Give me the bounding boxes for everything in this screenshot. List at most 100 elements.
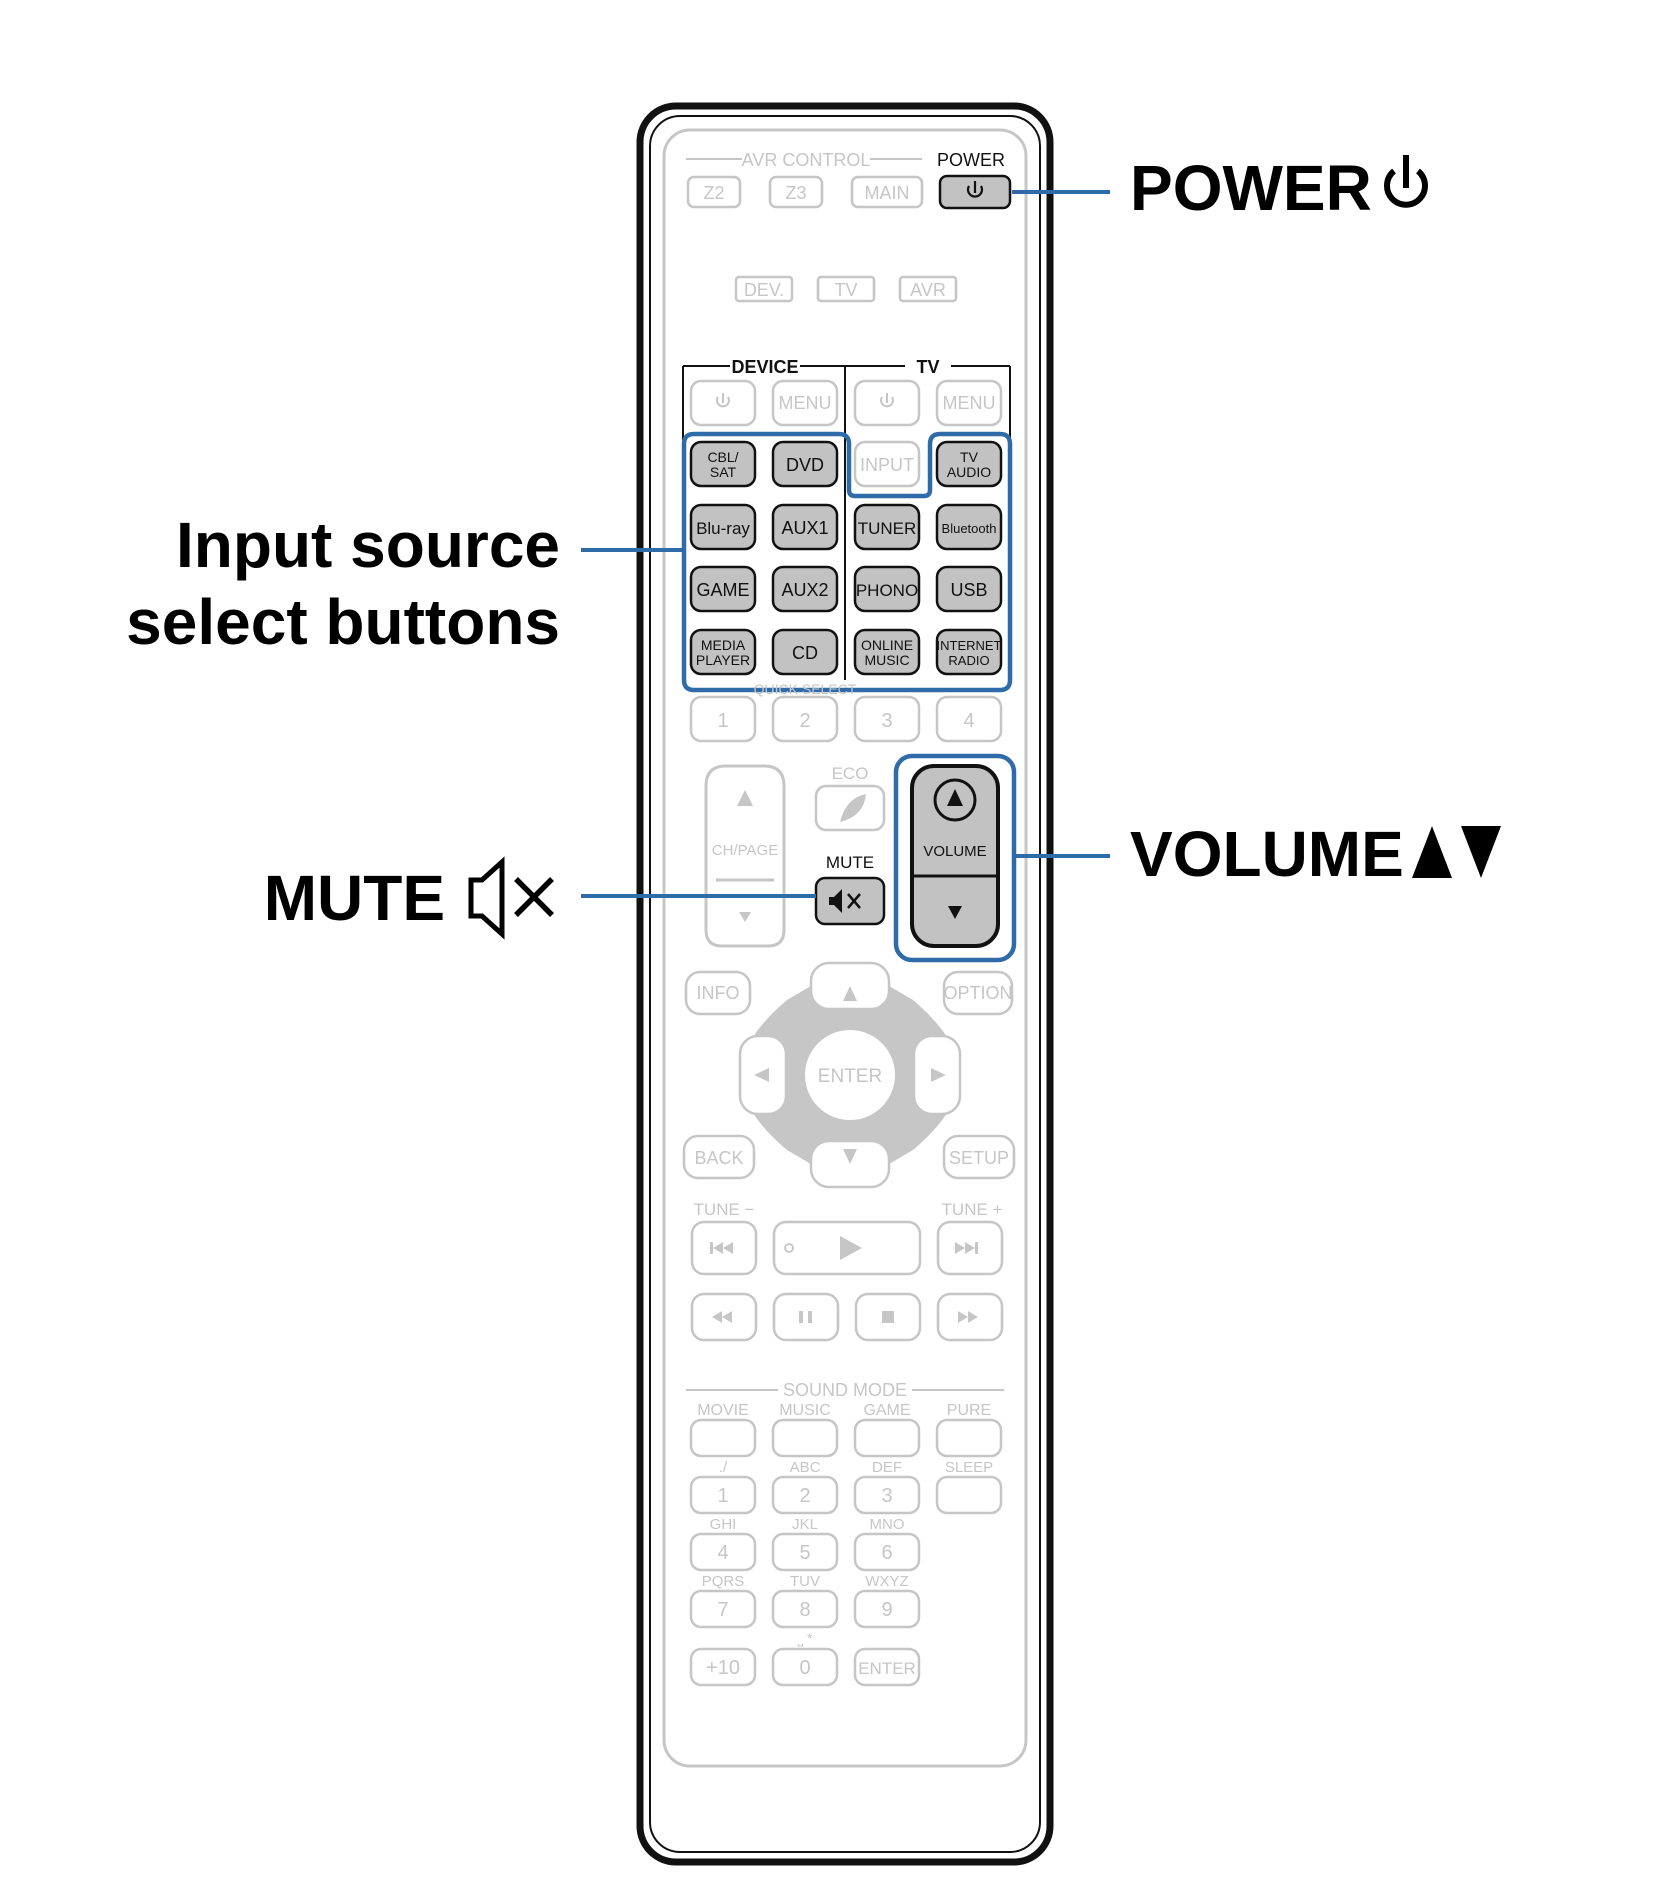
source-phono-button[interactable]: PHONO: [853, 565, 921, 613]
source-aux2-label: AUX2: [781, 580, 828, 600]
source-game-button[interactable]: GAME: [689, 565, 757, 613]
source-cbl-sat-button[interactable]: CBL/ SAT: [689, 440, 757, 488]
source-aux1-button[interactable]: AUX1: [771, 503, 839, 551]
tv-menu-button[interactable]: MENU: [935, 379, 1003, 427]
rewind-button[interactable]: [690, 1292, 758, 1342]
source-cd-button[interactable]: CD: [771, 628, 839, 676]
eco-button[interactable]: [814, 784, 886, 832]
source-tv-audio-button[interactable]: TV AUDIO: [935, 440, 1003, 488]
plus10-button[interactable]: +10: [689, 1647, 757, 1687]
tv-power-button[interactable]: [853, 379, 921, 427]
numpad-8-button[interactable]: 8: [771, 1589, 839, 1629]
play-button[interactable]: [772, 1220, 922, 1276]
source-internet-radio-line2: RADIO: [948, 653, 989, 668]
sound-mode-pure-label: PURE: [947, 1402, 991, 1419]
mute-button[interactable]: [814, 876, 886, 926]
option-button[interactable]: OPTION: [942, 970, 1014, 1016]
power-button[interactable]: [938, 174, 1012, 210]
fast-forward-button[interactable]: [936, 1292, 1004, 1342]
ch-page-rocker[interactable]: CH/PAGE: [704, 764, 786, 948]
quick-select-3-button[interactable]: 3: [853, 695, 921, 743]
sound-mode-music-label: MUSIC: [779, 1402, 831, 1419]
source-media-player-button[interactable]: MEDIA PLAYER: [689, 628, 757, 676]
numpad-4-label: 4: [717, 1542, 728, 1564]
source-online-music-button[interactable]: ONLINE MUSIC: [853, 628, 921, 676]
setup-button[interactable]: SETUP: [942, 1134, 1016, 1180]
plus10-label: +10: [706, 1657, 740, 1679]
skip-back-button[interactable]: [690, 1220, 758, 1276]
source-bluray-button[interactable]: Blu-ray: [689, 503, 757, 551]
numpad-7-letters: PQRS: [702, 1573, 745, 1590]
numpad-enter-button[interactable]: ENTER: [853, 1647, 921, 1687]
numpad-6-button[interactable]: 6: [853, 1532, 921, 1572]
mode-dev-label: DEV.: [744, 280, 784, 300]
quick-select-3-label: 3: [881, 710, 892, 732]
tv-group-label: TV: [916, 357, 939, 377]
sound-mode-movie-button[interactable]: [689, 1418, 757, 1458]
mode-avr-button[interactable]: AVR: [898, 275, 958, 303]
source-bluetooth-button[interactable]: Bluetooth: [935, 503, 1003, 551]
rewind-icon: [712, 1311, 732, 1323]
zone-z3-button[interactable]: Z3: [768, 175, 824, 209]
device-tv-group-frame: [682, 365, 1011, 680]
quick-select-2-button[interactable]: 2: [771, 695, 839, 743]
power-icon: [966, 181, 984, 198]
numpad-5-letters: JKL: [792, 1516, 818, 1533]
zone-z2-button[interactable]: Z2: [686, 175, 742, 209]
mute-label: MUTE: [826, 853, 874, 872]
mode-tv-button[interactable]: TV: [816, 275, 876, 303]
device-menu-button[interactable]: MENU: [771, 379, 839, 427]
dpad-right-icon: [931, 1068, 946, 1082]
info-button[interactable]: INFO: [684, 970, 752, 1016]
device-group-label: DEVICE: [731, 357, 798, 377]
device-power-button[interactable]: [689, 379, 757, 427]
numpad-5-button[interactable]: 5: [771, 1532, 839, 1572]
numpad-3-button[interactable]: 3: [853, 1475, 921, 1515]
source-dvd-button[interactable]: DVD: [771, 440, 839, 488]
back-label: BACK: [694, 1148, 743, 1168]
tv-input-button[interactable]: INPUT: [853, 440, 921, 488]
source-tuner-button[interactable]: TUNER: [853, 503, 921, 551]
source-tv-audio-line1: TV: [960, 449, 979, 465]
mode-avr-label: AVR: [910, 280, 946, 300]
pause-button[interactable]: [772, 1292, 840, 1342]
source-internet-radio-button[interactable]: INTERNET RADIO: [935, 628, 1003, 676]
mute-callout-text: MUTE: [263, 862, 445, 934]
numpad-2-letters: ABC: [790, 1459, 821, 1476]
numpad-7-button[interactable]: 7: [689, 1589, 757, 1629]
skip-forward-button[interactable]: [936, 1220, 1004, 1276]
volume-updown-callout-icon: [1412, 826, 1501, 878]
fast-forward-icon: [958, 1311, 978, 1323]
stop-button[interactable]: [854, 1292, 922, 1342]
numpad-9-button[interactable]: 9: [853, 1589, 921, 1629]
numpad-2-button[interactable]: 2: [771, 1475, 839, 1515]
pause-icon: [799, 1311, 812, 1323]
volume-label: VOLUME: [923, 843, 986, 860]
source-aux2-button[interactable]: AUX2: [771, 565, 839, 613]
mode-dev-button[interactable]: DEV.: [734, 275, 794, 303]
sound-mode-pure-button[interactable]: [935, 1418, 1003, 1458]
numpad-0-label: 0: [799, 1657, 810, 1679]
numpad-1-button[interactable]: 1: [689, 1475, 757, 1515]
numpad-1-label: 1: [717, 1485, 728, 1507]
volume-rocker[interactable]: VOLUME: [910, 764, 1000, 948]
quick-select-1-button[interactable]: 1: [689, 695, 757, 743]
zone-main-button[interactable]: MAIN: [850, 175, 924, 209]
sound-mode-label: SOUND MODE: [783, 1380, 907, 1400]
sound-mode-game-button[interactable]: [853, 1418, 921, 1458]
sleep-button[interactable]: [935, 1475, 1003, 1515]
back-button[interactable]: BACK: [682, 1134, 756, 1180]
quick-select-4-button[interactable]: 4: [935, 695, 1003, 743]
sound-mode-music-button[interactable]: [771, 1418, 839, 1458]
skip-back-icon: [710, 1242, 733, 1254]
volume-down-icon: [948, 906, 962, 919]
numpad-0-button[interactable]: 0: [771, 1647, 839, 1687]
input-callout-text-line1: Input source: [175, 509, 560, 581]
record-dot-icon: [784, 1243, 794, 1253]
source-usb-button[interactable]: USB: [935, 565, 1003, 613]
numpad-4-button[interactable]: 4: [689, 1532, 757, 1572]
numpad-7-label: 7: [717, 1599, 728, 1621]
directional-pad[interactable]: ENTER: [738, 961, 962, 1189]
remote-face-panel: [662, 128, 1028, 1768]
source-usb-label: USB: [950, 580, 987, 600]
